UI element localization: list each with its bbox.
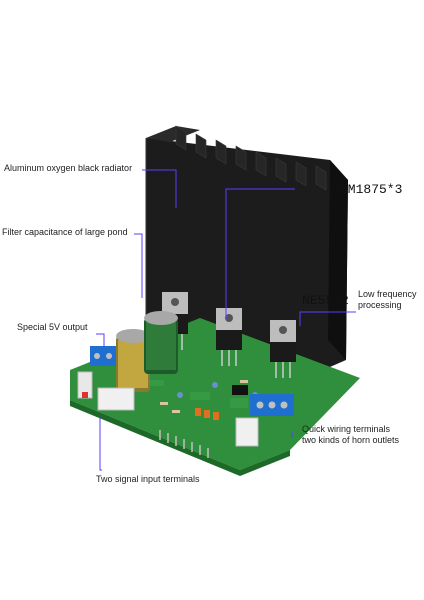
lm1875-chips <box>162 292 296 378</box>
white-connectors <box>77 371 259 447</box>
label-filter-cap: Filter capacitance of large pond <box>2 227 128 237</box>
filter-capacitors <box>116 311 178 392</box>
label-radiator: Aluminum oxygen black radiator <box>4 163 133 173</box>
annotation-lines <box>96 169 356 471</box>
label-lm1875: LM1875*3 <box>340 182 403 197</box>
label-low-frequency: Low frequency processing <box>358 289 417 310</box>
label-quick-wiring: Quick wiring terminals two kinds of horn… <box>302 424 400 445</box>
label-signal-input: Two signal input terminals <box>96 474 200 484</box>
label-ne5532: NE5532 <box>302 293 349 308</box>
label-special-5v: Special 5V output <box>17 322 88 332</box>
blue-terminals <box>90 346 294 416</box>
